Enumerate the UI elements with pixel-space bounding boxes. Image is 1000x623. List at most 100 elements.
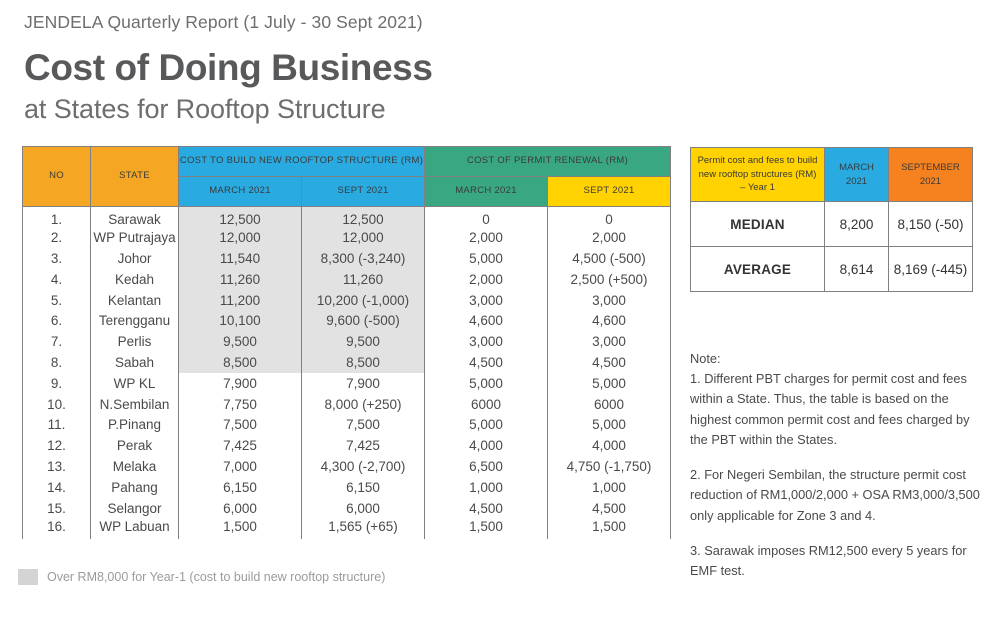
cell-build-march: 11,540 xyxy=(178,248,302,269)
cell-renewal-march: 4,500 xyxy=(424,497,549,519)
cell-no: 13. xyxy=(22,456,91,477)
cost-table-header-row-1: NO STATE COST TO BUILD NEW ROOFTOP STRUC… xyxy=(22,146,672,207)
cell-renewal-march: 2,000 xyxy=(424,227,549,249)
summary-cell-march: 8,200 xyxy=(824,201,889,247)
cell-renewal-sept: 0 xyxy=(547,206,672,228)
cell-renewal-sept: 5,000 xyxy=(547,414,672,436)
cell-renewal-sept: 3,000 xyxy=(547,289,672,311)
cell-renewal-sept: 5,000 xyxy=(547,372,672,394)
cell-renewal-sept: 6000 xyxy=(547,393,672,415)
cell-build-march: 11,200 xyxy=(178,289,302,311)
cell-renewal-march: 6,500 xyxy=(424,456,549,477)
cell-renewal-sept: 1,500 xyxy=(547,518,672,540)
legend-label: Over RM8,000 for Year-1 (cost to build n… xyxy=(47,570,386,584)
cell-build-march: 7,750 xyxy=(178,393,302,415)
cell-no: 8. xyxy=(22,352,91,373)
cell-renewal-sept: 3,000 xyxy=(547,331,672,353)
cell-build-sept: 8,500 xyxy=(300,352,426,373)
col-header-state: STATE xyxy=(90,146,179,207)
cell-state: Pahang xyxy=(90,476,179,498)
cell-state: P.Pinang xyxy=(90,414,179,436)
cell-state: WP KL xyxy=(90,372,179,394)
cell-no: 2. xyxy=(22,227,91,249)
page-subtitle: at States for Rooftop Structure xyxy=(24,94,386,124)
cell-state: Terengganu xyxy=(90,310,179,332)
cell-no: 15. xyxy=(22,497,91,519)
cell-build-march: 7,500 xyxy=(178,414,302,436)
cell-no: 1. xyxy=(22,206,91,228)
cell-no: 5. xyxy=(22,289,91,311)
note-item-2: 2. For Negeri Sembilan, the structure pe… xyxy=(690,467,980,523)
col-header-renewal-march-2021: MARCH 2021 xyxy=(424,176,549,207)
cell-renewal-march: 6000 xyxy=(424,393,549,415)
summary-cell-september: 8,150 (-50) xyxy=(888,201,973,247)
report-kicker: JENDELA Quarterly Report (1 July - 30 Se… xyxy=(24,12,423,32)
cell-build-sept: 10,200 (-1,000) xyxy=(300,289,426,311)
summary-cell-label: AVERAGE xyxy=(690,246,825,292)
cell-state: Melaka xyxy=(90,456,179,477)
cost-table: NO STATE COST TO BUILD NEW ROOFTOP STRUC… xyxy=(22,146,672,540)
cell-state: Sabah xyxy=(90,352,179,373)
cell-build-sept: 7,500 xyxy=(300,414,426,436)
cell-no: 10. xyxy=(22,393,91,415)
cell-renewal-sept: 4,000 xyxy=(547,435,672,457)
notes-section: Note: 1. Different PBT charges for permi… xyxy=(690,349,982,581)
cell-build-march: 11,260 xyxy=(178,268,302,290)
cell-state: N.Sembilan xyxy=(90,393,179,415)
cell-no: 7. xyxy=(22,331,91,353)
cell-renewal-sept: 4,750 (-1,750) xyxy=(547,456,672,477)
cell-no: 14. xyxy=(22,476,91,498)
cell-build-sept: 6,150 xyxy=(300,476,426,498)
summary-table-head: Permit cost and fees to build new roofto… xyxy=(690,147,973,202)
summary-table: Permit cost and fees to build new roofto… xyxy=(690,147,973,292)
summary-header-row: Permit cost and fees to build new roofto… xyxy=(690,147,973,202)
col-header-build-march-2021: MARCH 2021 xyxy=(178,176,302,207)
cell-renewal-march: 5,000 xyxy=(424,372,549,394)
cell-build-march: 1,500 xyxy=(178,518,302,540)
cell-renewal-march: 4,000 xyxy=(424,435,549,457)
cell-renewal-march: 5,000 xyxy=(424,414,549,436)
cell-renewal-sept: 4,500 (-500) xyxy=(547,248,672,269)
cell-build-march: 7,900 xyxy=(178,372,302,394)
cost-table-header-row-2: MARCH 2021 SEPT 2021 MARCH 2021 SEPT 202… xyxy=(23,176,672,207)
cell-build-sept: 1,565 (+65) xyxy=(300,518,426,540)
cell-build-sept: 12,000 xyxy=(300,227,426,249)
cell-renewal-march: 1,500 xyxy=(424,518,549,540)
cell-no: 12. xyxy=(22,435,91,457)
note-item-1: 1. Different PBT charges for permit cost… xyxy=(690,371,970,447)
cell-build-sept: 12,500 xyxy=(300,206,426,228)
cell-build-march: 6,150 xyxy=(178,476,302,498)
cell-renewal-sept: 4,600 xyxy=(547,310,672,332)
cell-state: WP Putrajaya xyxy=(90,227,179,249)
cell-renewal-march: 4,600 xyxy=(424,310,549,332)
cell-build-sept: 7,900 xyxy=(300,372,426,394)
summary-cell-september: 8,169 (-445) xyxy=(888,246,973,292)
cell-no: 9. xyxy=(22,372,91,394)
cell-renewal-sept: 2,500 (+500) xyxy=(547,268,672,290)
cell-build-march: 8,500 xyxy=(178,352,302,373)
cell-build-sept: 8,300 (-3,240) xyxy=(300,248,426,269)
summary-cell-label: MEDIAN xyxy=(690,201,825,247)
cell-build-march: 9,500 xyxy=(178,331,302,353)
cell-renewal-march: 4,500 xyxy=(424,352,549,373)
cell-state: Johor xyxy=(90,248,179,269)
cell-state: Kedah xyxy=(90,268,179,290)
cell-build-sept: 9,500 xyxy=(300,331,426,353)
notes-heading: Note: xyxy=(690,351,721,366)
cell-build-march: 12,000 xyxy=(178,227,302,249)
cell-no: 6. xyxy=(22,310,91,332)
cell-build-sept: 7,425 xyxy=(300,435,426,457)
cell-renewal-march: 0 xyxy=(424,206,549,228)
